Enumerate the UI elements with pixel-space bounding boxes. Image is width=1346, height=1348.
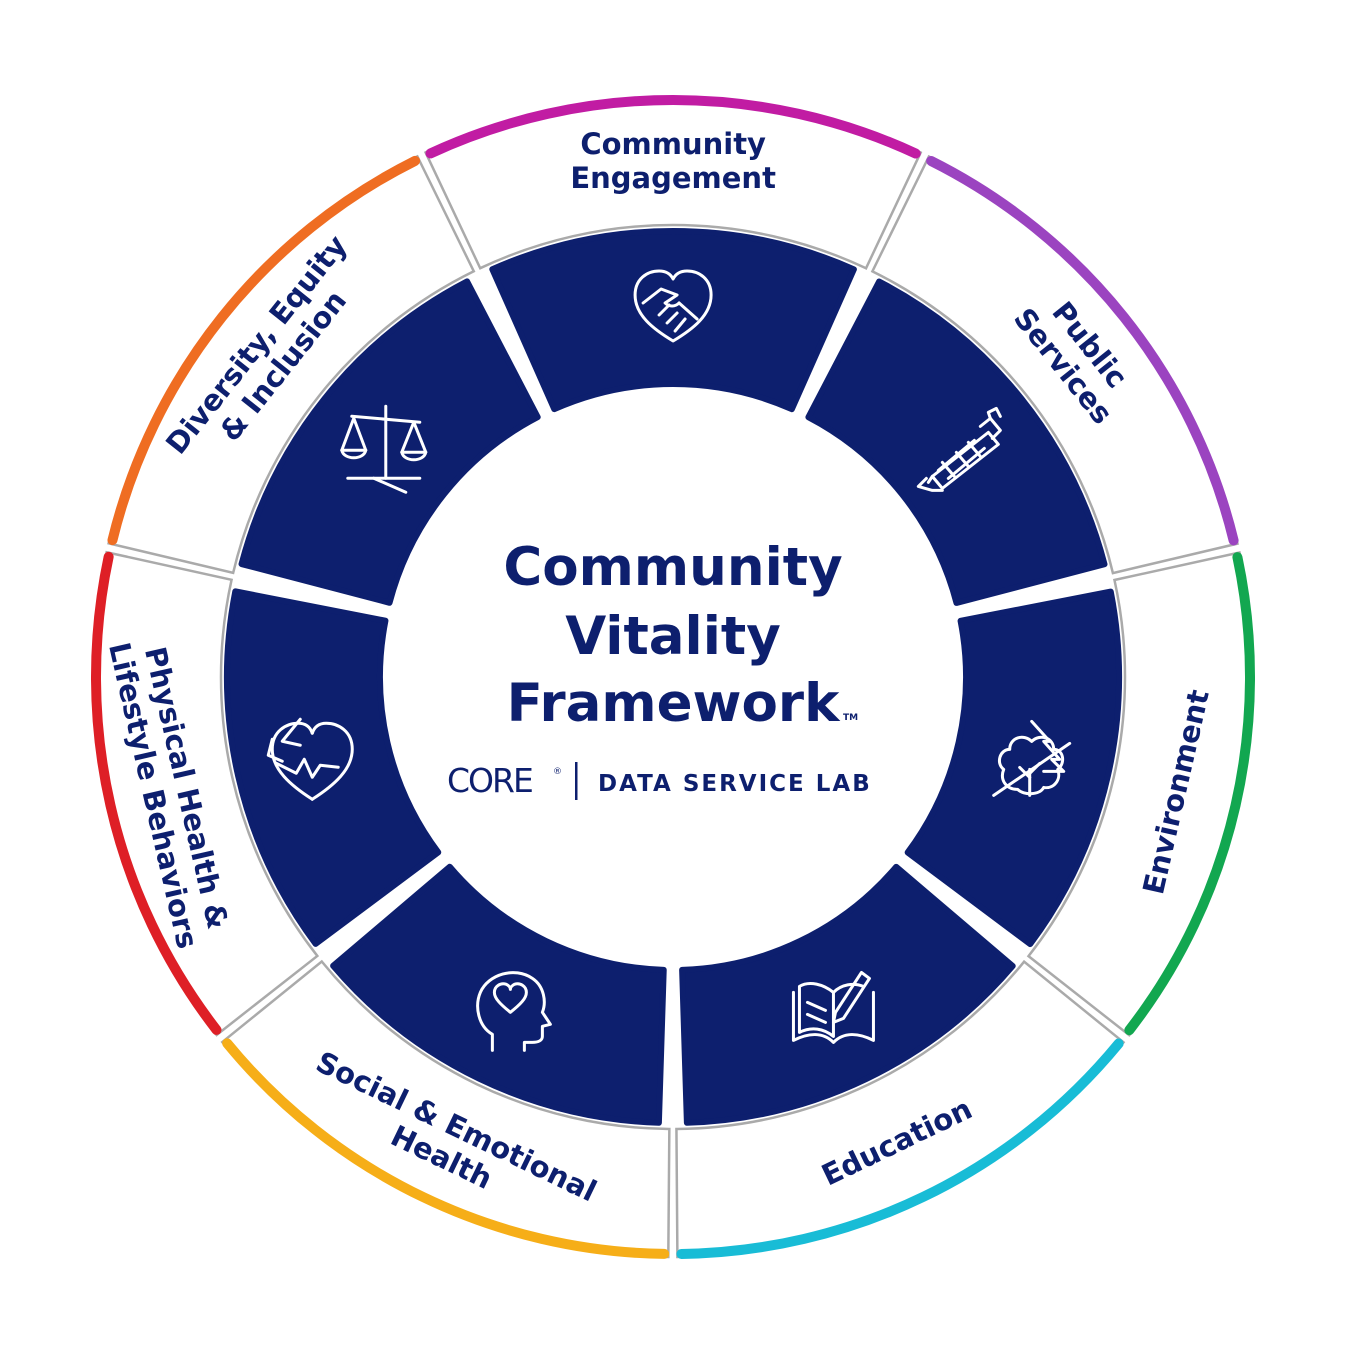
heart-handshake-icon bbox=[633, 269, 713, 343]
core-logo: CORE bbox=[447, 761, 532, 800]
rim-arc-community-engagement bbox=[425, 94, 921, 159]
inner-segment-social-emotional-health bbox=[330, 863, 667, 1126]
core-registered-mark: ® bbox=[553, 767, 562, 777]
segment-label-community-engagement-line-1: Community bbox=[580, 127, 766, 161]
inner-segment-public-services bbox=[805, 278, 1108, 606]
center-title-line-2: Vitality bbox=[565, 606, 781, 667]
center-title-line-1: Community bbox=[503, 537, 842, 598]
fire-hydrant-icon bbox=[916, 406, 1002, 492]
rim-arc-public-services bbox=[926, 155, 1239, 546]
rim-arc-social-emotional-health bbox=[222, 1038, 670, 1259]
inner-segment-diversity-equity-inclusion bbox=[238, 278, 541, 606]
segment-label-community-engagement-line-2: Engagement bbox=[570, 161, 776, 195]
segment-icons bbox=[266, 269, 1072, 1052]
lab-name: DATA SERVICE LAB bbox=[598, 771, 872, 797]
inner-segment-community-engagement bbox=[489, 227, 857, 413]
book-pencil-icon bbox=[791, 970, 875, 1044]
trees-icon bbox=[992, 719, 1072, 797]
rim-arc-education bbox=[676, 1038, 1124, 1259]
inner-segment-environment bbox=[904, 588, 1122, 948]
head-heart-icon bbox=[476, 971, 552, 1052]
trademark-mark: TM bbox=[843, 713, 858, 723]
center-title-line-3: Framework bbox=[507, 673, 841, 734]
rim-arc-diversity-equity-inclusion bbox=[107, 155, 421, 546]
rim-arc-environment bbox=[1124, 552, 1255, 1036]
rim-arc-physical-health bbox=[91, 551, 222, 1035]
brand-divider bbox=[575, 762, 578, 800]
scales-icon bbox=[340, 404, 428, 494]
outer-ring bbox=[91, 94, 1255, 1259]
center-title-block: Community Vitality Framework TM CORE ® D… bbox=[447, 537, 872, 800]
broken-heart-icon bbox=[266, 717, 354, 801]
